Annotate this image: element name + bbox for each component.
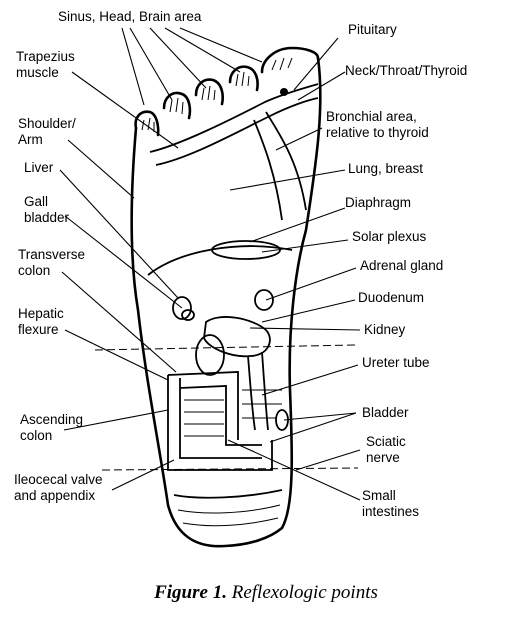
label-hepatic-line1: Hepatic xyxy=(18,306,64,321)
foot-outline xyxy=(130,46,322,548)
label-pituitary: Pituitary xyxy=(348,22,397,37)
label-trapezius-line1: Trapezius xyxy=(16,49,75,64)
label-lung-breast: Lung, breast xyxy=(348,161,423,176)
figure-caption: Figure 1. Reflexologic points xyxy=(0,582,532,604)
label-bladder: Bladder xyxy=(362,405,409,420)
label-adrenal-gland: Adrenal gland xyxy=(360,258,443,273)
toe-markings xyxy=(141,57,307,221)
figure-number: Figure 1. xyxy=(154,582,227,603)
label-trapezius-line2: muscle xyxy=(16,65,59,80)
label-ascending-line2: colon xyxy=(20,428,52,443)
label-sinus-head-brain: Sinus, Head, Brain area xyxy=(58,9,202,24)
label-small-line2: intestines xyxy=(362,504,419,519)
label-bronchial-line1: Bronchial area, xyxy=(326,109,417,124)
label-neck-throat-thyroid: Neck/Throat/Thyroid xyxy=(345,63,467,78)
label-ileocecal-line1: Ileocecal valve xyxy=(14,472,103,487)
label-gall-line1: Gall xyxy=(24,194,48,209)
leader-lines xyxy=(59,27,361,501)
label-bronchial-line2: relative to thyroid xyxy=(326,125,429,140)
label-kidney: Kidney xyxy=(364,322,406,337)
label-small-line1: Small xyxy=(362,488,396,503)
label-liver: Liver xyxy=(24,160,54,175)
label-hepatic-line2: flexure xyxy=(18,322,59,337)
label-shoulder-line2: Arm xyxy=(18,132,43,147)
label-duodenum: Duodenum xyxy=(358,290,424,305)
label-solar-plexus: Solar plexus xyxy=(352,229,427,244)
label-gall-line2: bladder xyxy=(24,210,70,225)
label-ascending-line1: Ascending xyxy=(20,412,83,427)
label-transverse-line2: colon xyxy=(18,263,50,278)
label-diaphragm: Diaphragm xyxy=(345,195,411,210)
labels: Sinus, Head, Brain area Pituitary Trapez… xyxy=(14,9,467,519)
label-sciatic-line2: nerve xyxy=(366,450,400,465)
label-sciatic-line1: Sciatic xyxy=(366,434,406,449)
label-ureter-tube: Ureter tube xyxy=(362,355,430,370)
figure-title: Reflexologic points xyxy=(231,582,378,603)
label-ileocecal-line2: and appendix xyxy=(14,488,95,503)
label-shoulder-line1: Shoulder/ xyxy=(18,116,76,131)
label-transverse-line1: Transverse xyxy=(18,247,85,262)
